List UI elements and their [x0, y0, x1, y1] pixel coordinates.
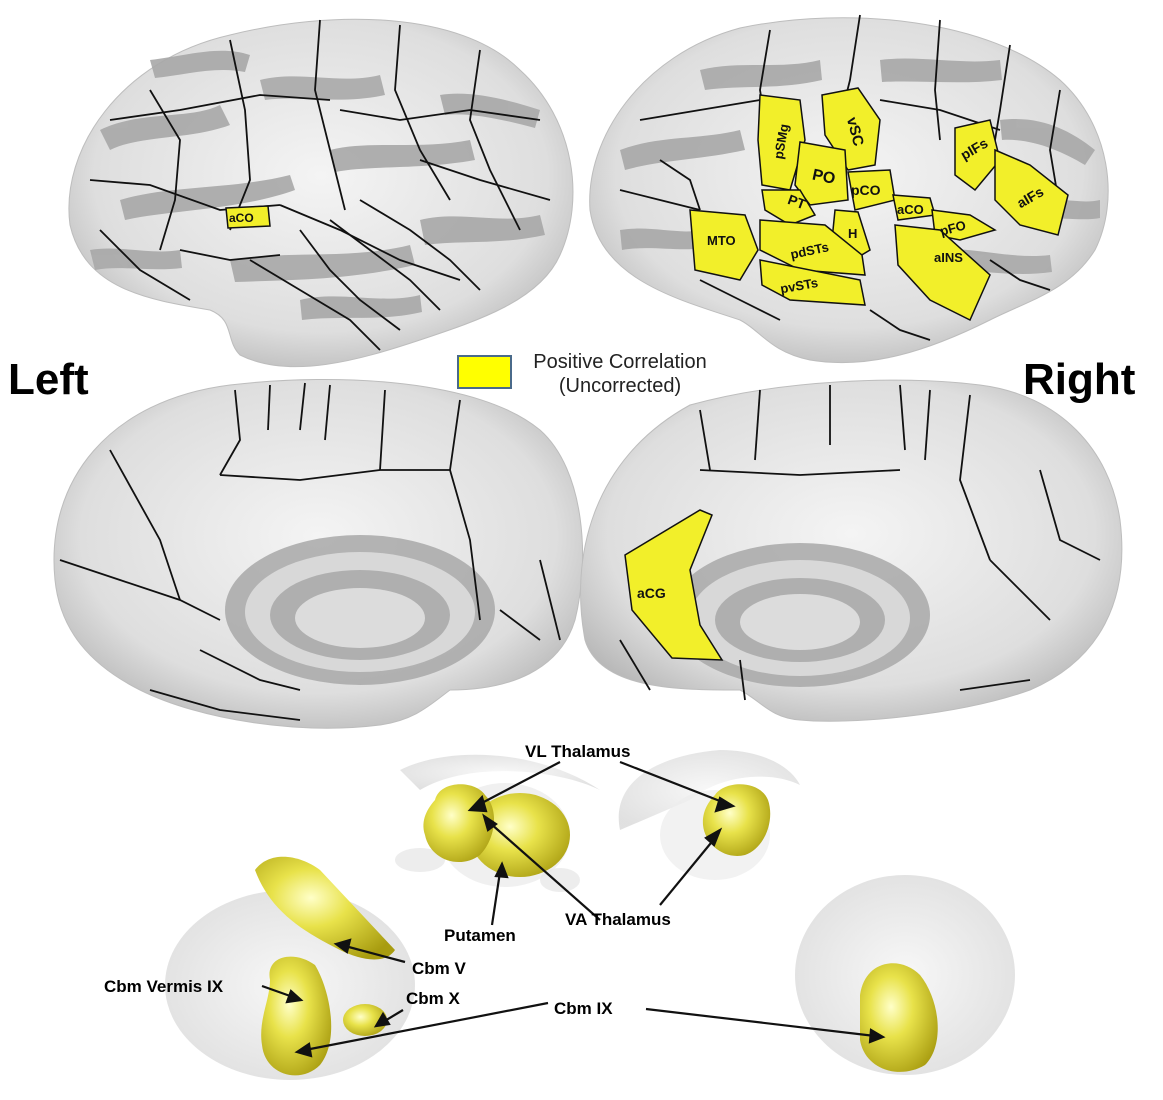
- label-cbm-ix: Cbm IX: [554, 999, 613, 1018]
- legend-line-1: Positive Correlation: [520, 350, 720, 374]
- right-medial-hemisphere: aCG: [581, 380, 1122, 721]
- left-lateral-hemisphere: aCO: [69, 19, 573, 366]
- region-label-H: H: [848, 226, 857, 241]
- subcortical-panel: VL Thalamus VA Thalamus Putamen Cbm V Cb…: [104, 742, 1015, 1080]
- left-medial-hemisphere: [54, 379, 583, 728]
- legend: Positive Correlation (Uncorrected): [520, 350, 720, 398]
- label-va-thalamus: VA Thalamus: [565, 910, 671, 929]
- label-vl-thalamus: VL Thalamus: [525, 742, 631, 761]
- region-label-right-aCO: aCO: [897, 202, 924, 217]
- label-putamen: Putamen: [444, 926, 516, 945]
- right-hemisphere-label: Right: [1023, 355, 1135, 405]
- region-label-aCG: aCG: [637, 585, 666, 601]
- legend-swatch: [457, 355, 512, 389]
- left-thalamus-structure: [423, 784, 494, 862]
- region-label-left-aco: aCO: [229, 211, 254, 225]
- region-label-MTO: MTO: [707, 233, 736, 248]
- left-hemisphere-label: Left: [8, 355, 89, 405]
- label-cbm-vermis-ix: Cbm Vermis IX: [104, 977, 224, 996]
- label-cbm-v: Cbm V: [412, 959, 467, 978]
- region-label-aINS: aINS: [934, 250, 963, 265]
- right-lateral-hemisphere: pSMg vSC pIFs aIFs PO pCO PT aCO pFO H M…: [590, 15, 1108, 363]
- legend-line-2: (Uncorrected): [520, 374, 720, 398]
- label-cbm-x: Cbm X: [406, 989, 461, 1008]
- region-label-pCO: pCO: [851, 182, 881, 198]
